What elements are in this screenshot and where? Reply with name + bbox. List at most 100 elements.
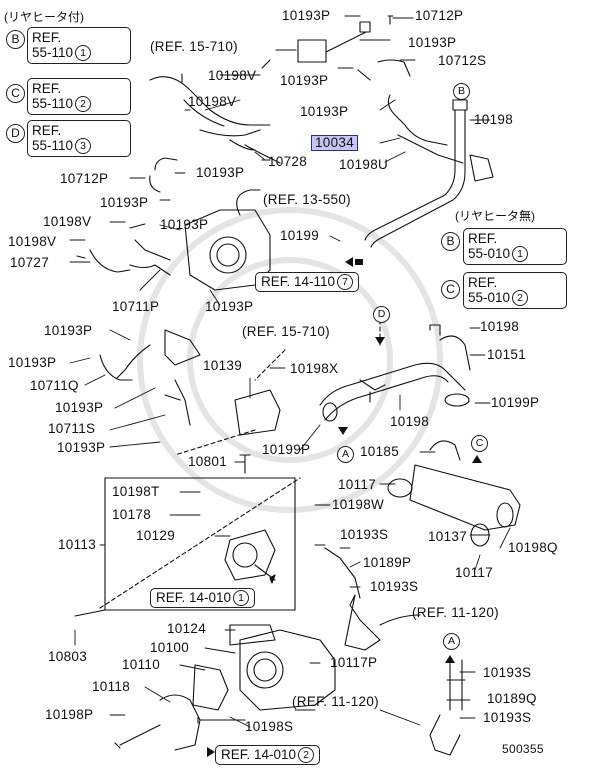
part-label[interactable]: 10801	[188, 454, 228, 469]
part-label[interactable]: 10193P	[280, 73, 329, 88]
part-label[interactable]: 10193S	[483, 665, 532, 680]
part-label[interactable]: 10100	[150, 640, 190, 655]
ref-num: 1	[233, 590, 250, 607]
part-label[interactable]: 10117	[338, 477, 377, 492]
ref-num: 3	[75, 138, 92, 155]
part-label[interactable]: 10198V	[8, 234, 57, 249]
highlighted-part-10034[interactable]: 10034	[311, 135, 359, 151]
part-label[interactable]: 10185	[360, 444, 400, 459]
part-label[interactable]: 10124	[167, 621, 207, 636]
ref-circle-c: C	[6, 84, 25, 103]
part-label[interactable]: 10110	[122, 657, 161, 672]
part-label[interactable]: 10199P	[262, 442, 311, 457]
part-label[interactable]: 10199P	[491, 395, 540, 410]
part-label[interactable]: 10193P	[160, 217, 209, 232]
assembly-box-10113	[104, 477, 296, 611]
part-label[interactable]: 10193P	[57, 440, 106, 455]
part-label[interactable]: 10193P	[55, 400, 104, 415]
diagram-id: 500355	[502, 742, 544, 756]
arrow-tag-a: A	[337, 446, 354, 463]
part-label[interactable]: 10189Q	[487, 691, 537, 706]
ref-line2: 55-110	[32, 45, 74, 60]
part-label[interactable]: 10193P	[300, 104, 349, 119]
arrow-tag-c: C	[471, 435, 488, 452]
thermostat-housing	[409, 464, 521, 531]
part-label[interactable]: 10117P	[330, 655, 378, 670]
part-label[interactable]: 10193S	[483, 710, 532, 725]
ref-line2: 55-010	[468, 246, 511, 261]
part-label[interactable]: 10199	[280, 228, 320, 243]
part-label[interactable]: 10198V	[188, 94, 237, 109]
ref-circle-b: B	[6, 30, 25, 49]
part-label[interactable]: 10198Q	[508, 540, 558, 555]
part-label[interactable]: 10198	[474, 112, 514, 127]
part-label[interactable]: 10193P	[408, 35, 457, 50]
bracket	[234, 389, 281, 436]
part-label[interactable]: 10711Q	[30, 378, 79, 393]
water-pipe	[319, 362, 466, 406]
part-label[interactable]: 10113	[58, 537, 97, 552]
part-label[interactable]: 10198V	[208, 68, 257, 83]
part-label[interactable]: 10711S	[48, 421, 96, 436]
throttle-body-upper	[184, 209, 271, 291]
ref-circle-c-right: C	[441, 280, 460, 299]
part-label[interactable]: 10139	[203, 358, 243, 373]
part-label[interactable]: 10193P	[205, 299, 254, 314]
reference-lines	[99, 319, 381, 609]
part-label[interactable]: 10198W	[332, 497, 385, 512]
part-label[interactable]: 10129	[136, 528, 176, 543]
ref-text: REF. 14-110	[261, 274, 336, 289]
ref-circle-d: D	[6, 124, 25, 143]
part-label[interactable]: 10198X	[290, 361, 339, 376]
ref-num: 2	[75, 96, 92, 113]
part-label[interactable]: 10137	[428, 529, 468, 544]
ref-line1: REF.	[32, 123, 62, 138]
part-label[interactable]: 10728	[268, 154, 308, 169]
part-label[interactable]: 10193S	[340, 527, 389, 542]
part-label[interactable]: 10198T	[112, 484, 160, 499]
part-label[interactable]: 10198	[390, 414, 430, 429]
part-label[interactable]: 10712P	[415, 8, 464, 23]
part-label[interactable]: 10193P	[8, 355, 57, 370]
part-label[interactable]: 10193P	[196, 165, 245, 180]
part-label[interactable]: 10712P	[60, 171, 109, 186]
ref-note-15-710-b: (REF. 15-710)	[242, 324, 330, 339]
part-label[interactable]: 10193P	[282, 8, 331, 23]
part-label[interactable]: 10193P	[100, 195, 149, 210]
ref-num: 7	[337, 274, 354, 291]
part-label[interactable]: 10178	[112, 507, 152, 522]
watermark-emblem	[137, 207, 443, 513]
part-label[interactable]: 10193S	[370, 579, 419, 594]
arrow-tag-d: D	[373, 306, 390, 323]
part-label[interactable]: 10803	[48, 649, 88, 664]
ref-line1: REF.	[468, 275, 498, 290]
part-label[interactable]: 10198V	[43, 214, 92, 229]
ref-line1: REF.	[32, 30, 62, 45]
note-without-rear-heater: (リヤヒータ無)	[455, 209, 535, 223]
part-label[interactable]: 10193P	[44, 323, 93, 338]
part-label[interactable]: 10712S	[438, 53, 487, 68]
top-fitting	[297, 39, 327, 63]
part-label[interactable]: 10151	[487, 347, 527, 362]
part-label[interactable]: 10118	[92, 679, 131, 694]
ref-num: 1	[512, 246, 529, 263]
part-label[interactable]: 10117	[455, 565, 494, 580]
part-label[interactable]: 10198P	[45, 707, 94, 722]
part-label[interactable]: 10198	[480, 319, 520, 334]
part-label[interactable]: 10198U	[339, 157, 389, 172]
ref-note-13-550: (REF. 13-550)	[263, 192, 351, 207]
part-label[interactable]: 10727	[10, 255, 50, 270]
ref-line2: 55-110	[32, 96, 74, 111]
part-label[interactable]: 10198S	[245, 719, 294, 734]
part-label[interactable]: 10189P	[363, 555, 412, 570]
part-label[interactable]: 10711P	[112, 299, 160, 314]
ref-line1: REF.	[32, 81, 62, 96]
